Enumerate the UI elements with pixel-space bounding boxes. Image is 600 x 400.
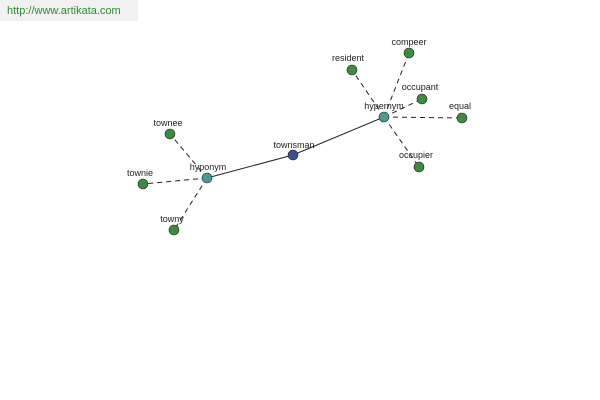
node-label-term-towny: towny: [160, 214, 184, 224]
edge-hyponym-townie: [142, 177, 208, 185]
node-label-relation-hyponym: hyponym: [190, 162, 227, 172]
node-label-term-occupier: occupier: [399, 150, 433, 160]
node-label-relation-hypernym: hypernym: [364, 101, 404, 111]
edge-hyponym-towny: [173, 177, 208, 231]
node-term-resident[interactable]: [346, 64, 358, 76]
edge-hypernym-compeer: [383, 52, 410, 118]
edge-hyponym-townee: [169, 133, 208, 179]
node-term-townee[interactable]: [164, 128, 176, 140]
node-label-term-compeer: compeer: [391, 37, 426, 47]
node-label-term-townee: townee: [153, 118, 182, 128]
edge-center-hyponym: [206, 154, 294, 179]
edge-hypernym-occupier: [383, 116, 420, 168]
node-center[interactable]: [287, 149, 299, 161]
node-term-equal[interactable]: [456, 112, 468, 124]
site-link[interactable]: http://www.artikata.com: [7, 5, 121, 17]
node-label-center: townsman: [273, 140, 314, 150]
node-relation-hyponym[interactable]: [201, 172, 213, 184]
node-label-term-resident: resident: [332, 53, 365, 63]
node-label-term-equal: equal: [449, 101, 471, 111]
edge-hypernym-occupant: [383, 98, 423, 118]
node-label-term-occupant: occupant: [402, 82, 439, 92]
nodes-layer: townsman hyponym hypernym townee townie …: [127, 37, 471, 236]
edge-hypernym-resident: [351, 69, 385, 118]
node-term-towny[interactable]: [168, 224, 180, 236]
node-label-term-townie: townie: [127, 168, 153, 178]
node-term-occupier[interactable]: [413, 161, 425, 173]
edge-center-hypernym: [292, 116, 385, 156]
edge-hypernym-equal: [383, 116, 463, 119]
node-relation-hypernym[interactable]: [378, 111, 390, 123]
node-term-compeer[interactable]: [403, 47, 415, 59]
header-bar: http://www.artikata.com: [0, 0, 138, 21]
edges-layer: [142, 52, 463, 231]
node-term-townie[interactable]: [137, 178, 149, 190]
node-term-occupant[interactable]: [416, 93, 428, 105]
